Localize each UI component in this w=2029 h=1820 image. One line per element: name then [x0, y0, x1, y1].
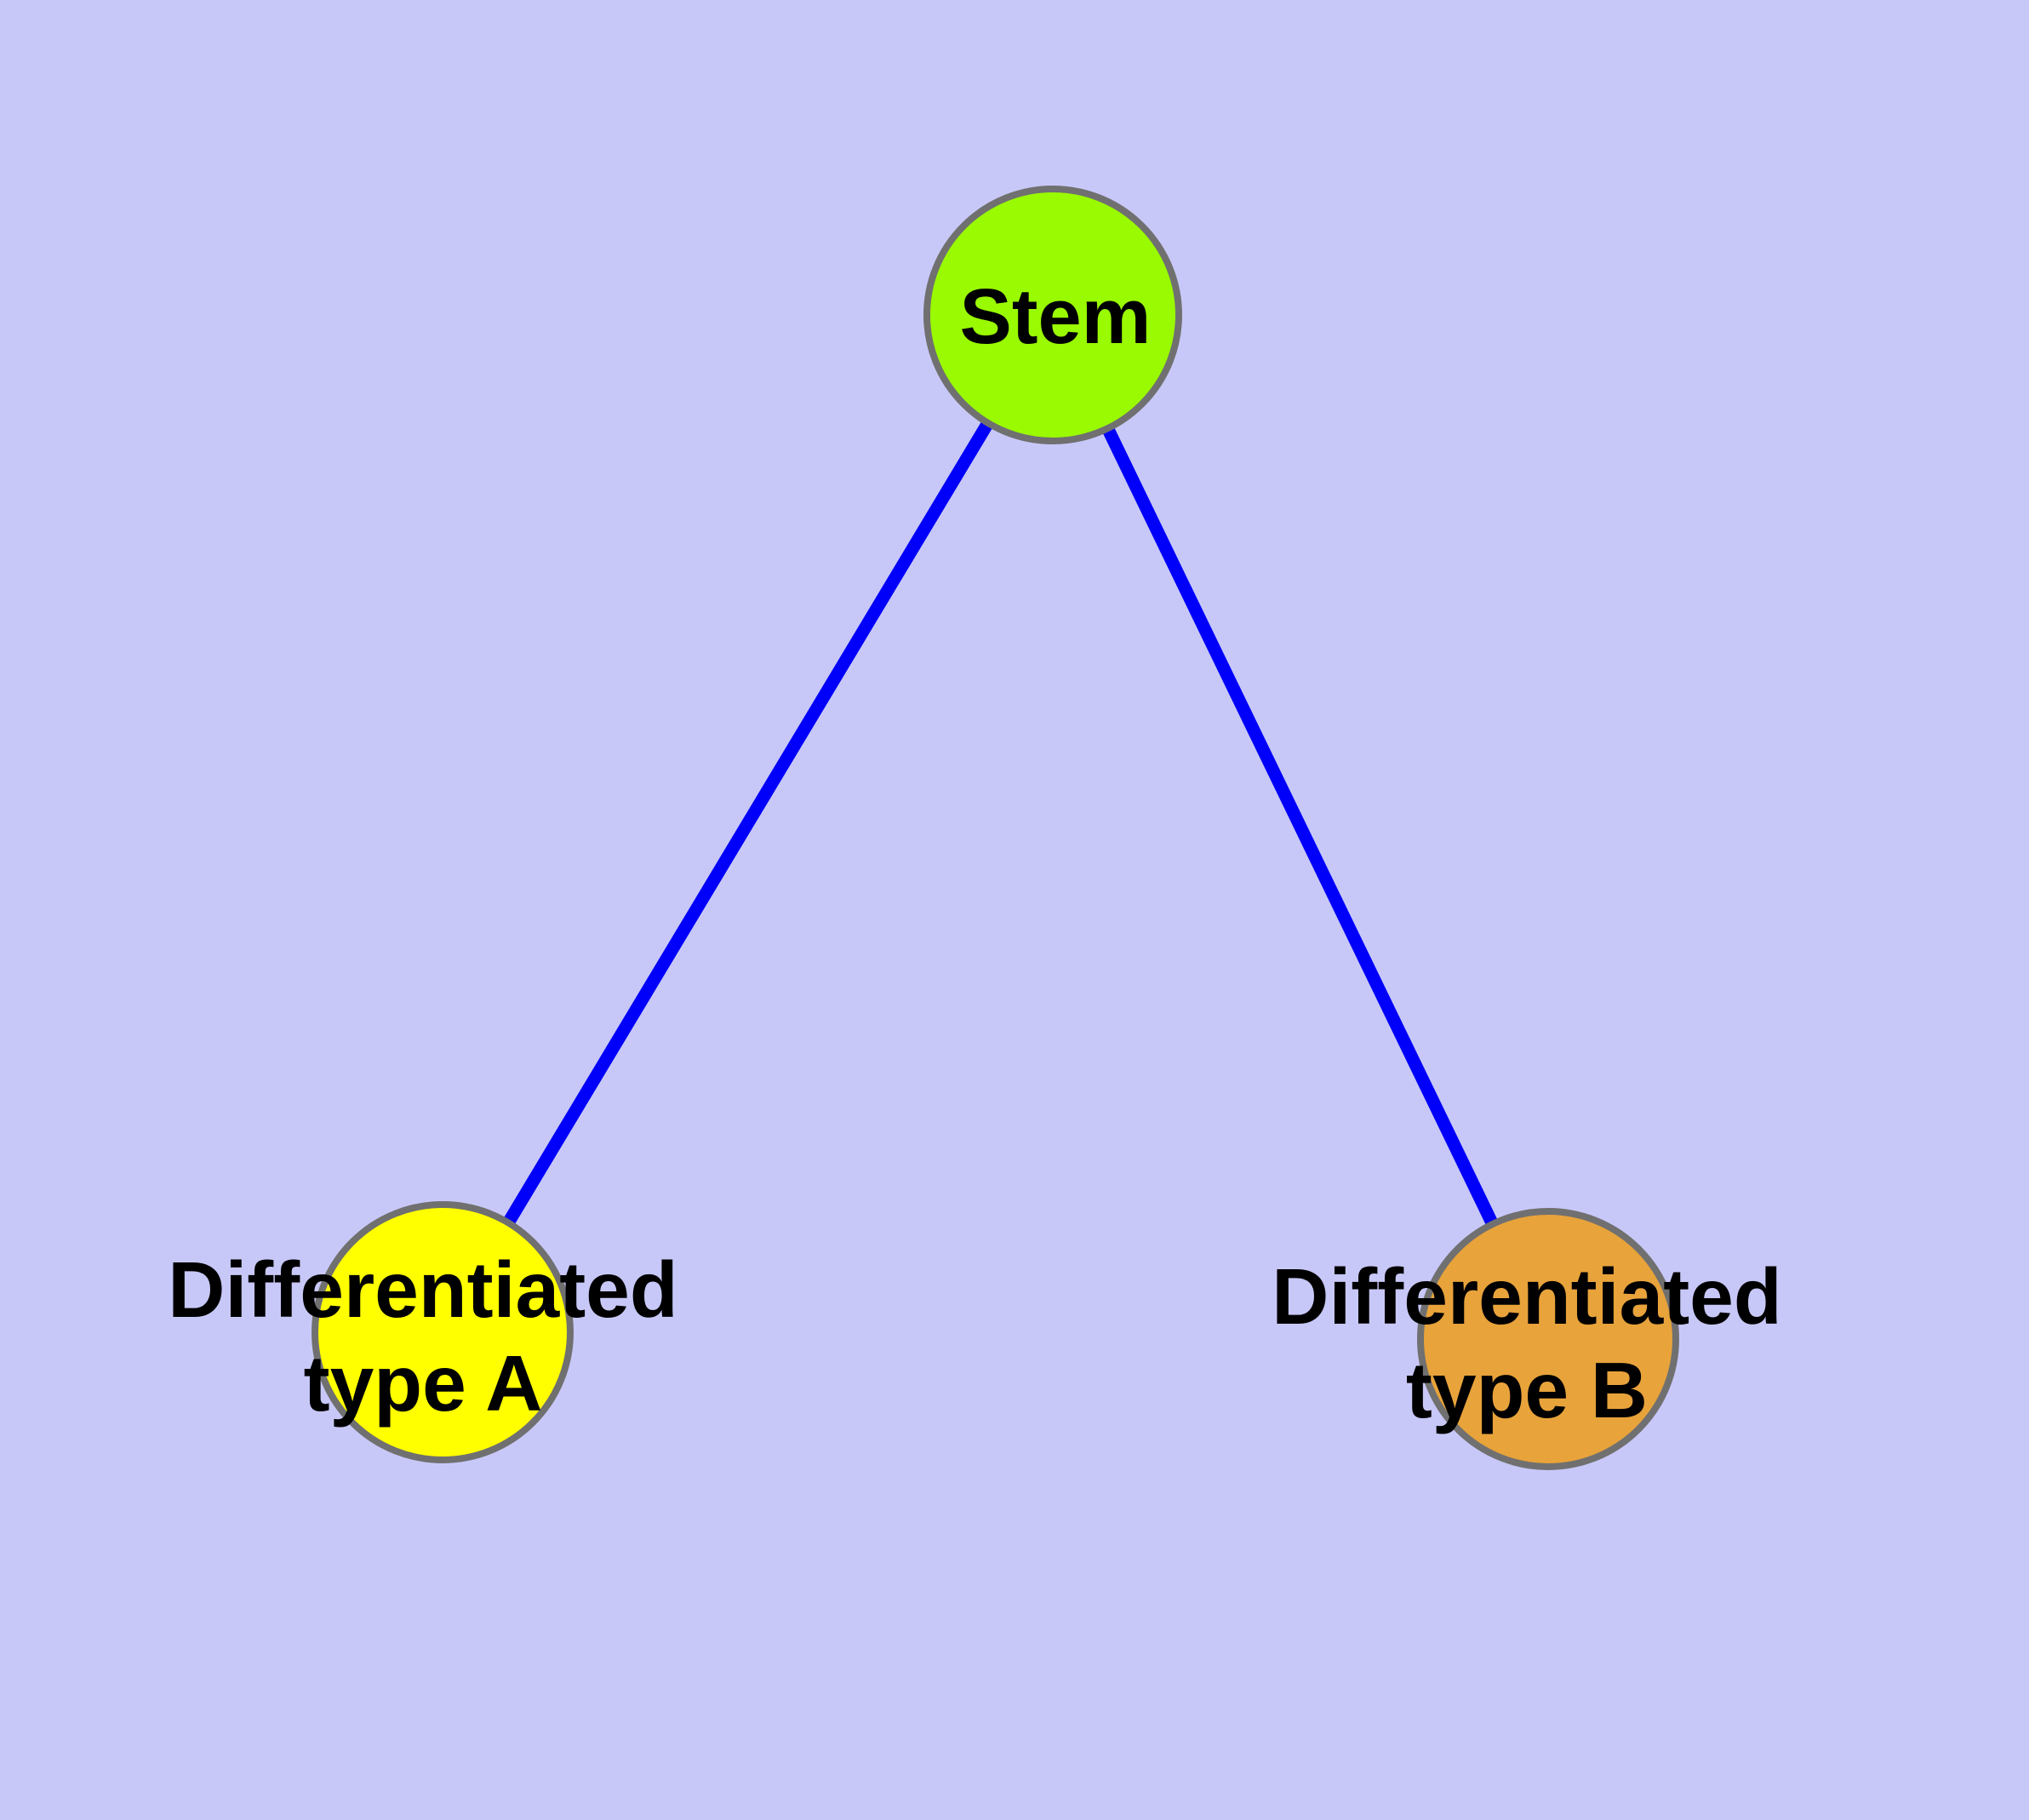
edge-stem-to-type-a [436, 308, 1060, 1339]
node-type-a-label-line1: Differentiated [168, 1245, 677, 1334]
node-type-a-label-line2: type A [304, 1339, 543, 1428]
node-stem-circle [923, 186, 1182, 444]
node-type-b-circle [1417, 1208, 1679, 1470]
edge-stem-to-type-b [1046, 308, 1555, 1346]
node-type-b-label-line1: Differentiated [1272, 1252, 1781, 1341]
node-type-b-label-line2: type B [1406, 1346, 1648, 1434]
node-stem-label: Stem [960, 273, 1152, 360]
node-type-a-circle [311, 1201, 574, 1463]
